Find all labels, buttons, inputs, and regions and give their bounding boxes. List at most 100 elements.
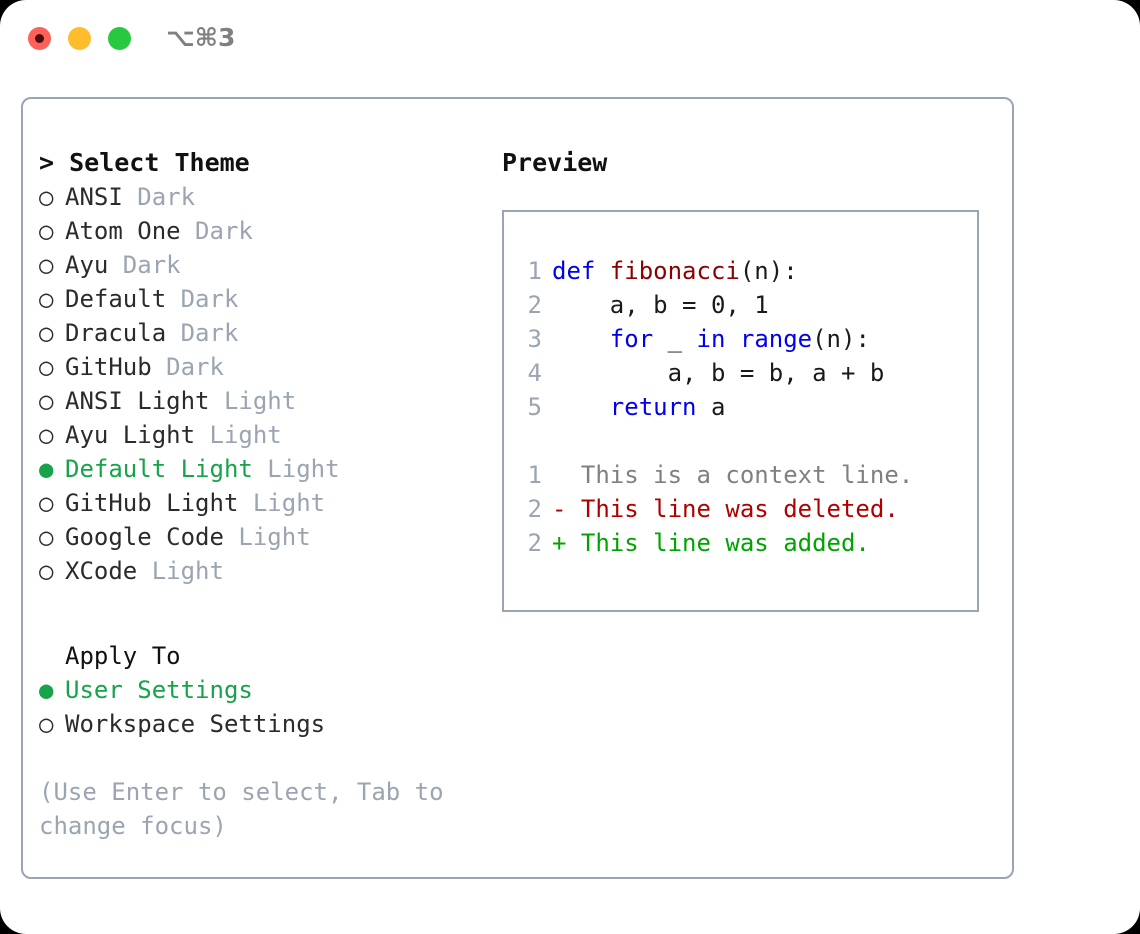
code-token: in range	[696, 325, 813, 353]
code-line: 2 a, b = 0, 1	[518, 288, 971, 322]
theme-list-item[interactable]: ○ Atom One Dark	[39, 214, 499, 248]
radio-unselected-icon: ○	[39, 710, 54, 738]
line-number: 4	[527, 359, 542, 387]
diff-sample: 1 This is a context line. 2 - This line wa…	[518, 458, 971, 560]
diff-line: 2 + This line was added.	[518, 526, 971, 560]
theme-list-item[interactable]: ○ Ayu Light Light	[39, 418, 499, 452]
apply-to-option[interactable]: ●User Settings	[39, 673, 499, 707]
window-titlebar: ⌥⌘3	[0, 0, 1140, 78]
radio-unselected-icon: ○	[39, 217, 54, 245]
theme-list-item[interactable]: ○ Google Code Light	[39, 520, 499, 554]
theme-kind-label: Light	[223, 387, 297, 415]
apply-to-heading: Apply To	[65, 642, 181, 670]
select-theme-heading: > Select Theme	[39, 148, 250, 177]
radio-unselected-icon: ○	[39, 421, 54, 449]
theme-name-label: ANSI Light	[65, 387, 224, 415]
theme-list-item[interactable]: ●Default Light Light	[39, 452, 499, 486]
radio-unselected-icon: ○	[39, 285, 54, 313]
theme-list-item[interactable]: ○ANSI Dark	[39, 180, 499, 214]
radio-unselected-icon: ○	[39, 523, 54, 551]
radio-unselected-icon: ○	[39, 353, 54, 381]
theme-list-item[interactable]: ○ XCode Light	[39, 554, 499, 588]
code-token	[552, 325, 610, 353]
theme-name-label: Google Code	[65, 523, 239, 551]
theme-list-item[interactable]: ○ GitHub Light Light	[39, 486, 499, 520]
keyboard-shortcut-label: ⌥⌘3	[166, 23, 236, 52]
theme-kind-label: Dark	[166, 353, 224, 381]
diff-line: 2 - This line was deleted.	[518, 492, 971, 526]
theme-list-item[interactable]: ○ GitHub Dark	[39, 350, 499, 384]
code-token: (n):	[812, 325, 870, 353]
theme-list: ○ANSI Dark○Atom One Dark○Ayu Dark○Defaul…	[39, 180, 499, 588]
code-token: + This line was added.	[552, 529, 870, 557]
maximize-window-button[interactable]	[108, 27, 131, 50]
line-number: 1	[527, 257, 542, 285]
content-panel: > Select Theme ○ANSI Dark○Atom One Dark○…	[21, 97, 1014, 879]
apply-to-option-list: ●User Settings ○ Workspace Settings	[39, 673, 499, 741]
theme-kind-label: Dark	[122, 251, 181, 279]
line-number: 2	[527, 529, 542, 557]
recording-indicator-icon	[35, 34, 44, 43]
line-number: 1	[527, 461, 542, 489]
theme-name-label: Atom One	[65, 217, 196, 245]
code-token: fibonacci	[609, 257, 740, 285]
code-token: _	[653, 325, 697, 353]
code-token: return	[609, 393, 697, 421]
theme-kind-label: Light	[252, 489, 326, 517]
code-token: def	[552, 257, 610, 285]
line-number: 2	[527, 495, 542, 523]
theme-name-label: XCode	[65, 557, 152, 585]
apply-to-section: Apply To ●User Settings ○ Workspace Settin…	[39, 639, 499, 741]
theme-name-label: Default Light	[65, 455, 268, 483]
theme-kind-label: Light	[267, 455, 340, 483]
diff-line: 1 This is a context line.	[518, 458, 971, 492]
theme-name-label: Ayu	[65, 251, 123, 279]
line-number: 2	[527, 291, 542, 319]
theme-kind-label: Dark	[180, 285, 239, 313]
theme-name-label: GitHub	[65, 353, 167, 381]
theme-name-label: Dracula	[65, 319, 181, 347]
code-token: (n):	[739, 257, 798, 285]
code-token: a, b = 0, 1	[552, 291, 769, 319]
code-line: 1 def fibonacci(n):	[518, 254, 971, 288]
radio-unselected-icon: ○	[39, 319, 54, 347]
apply-to-option-label: Workspace Settings	[65, 710, 326, 738]
theme-kind-label: Light	[209, 421, 282, 449]
theme-name-label: Default	[65, 285, 181, 313]
radio-unselected-icon: ○	[39, 557, 54, 585]
radio-unselected-icon: ○	[39, 183, 54, 211]
code-line: 5 return a	[518, 390, 971, 424]
minimize-window-button[interactable]	[68, 27, 91, 50]
theme-list-item[interactable]: ○ Dracula Dark	[39, 316, 499, 350]
theme-kind-label: Dark	[195, 217, 253, 245]
apply-to-option[interactable]: ○ Workspace Settings	[39, 707, 499, 741]
code-token: for	[609, 325, 654, 353]
code-line: 3 for _ in range(n):	[518, 322, 971, 356]
keyboard-hint-text: (Use Enter to select, Tab to change focu…	[39, 778, 444, 840]
code-token: This is a context line.	[552, 461, 914, 489]
theme-kind-label: Dark	[180, 319, 239, 347]
radio-unselected-icon: ○	[39, 387, 54, 415]
code-token	[552, 393, 610, 421]
code-token: a, b = b, a + b	[552, 359, 885, 387]
radio-unselected-icon: ○	[39, 489, 54, 517]
theme-kind-label: Dark	[137, 183, 196, 211]
line-number: 3	[527, 325, 542, 353]
theme-kind-label: Light	[238, 523, 311, 551]
code-token: - This line was deleted.	[552, 495, 899, 523]
theme-name-label: GitHub Light	[65, 489, 253, 517]
radio-unselected-icon: ○	[39, 251, 54, 279]
theme-list-item[interactable]: ○ Ayu Dark	[39, 248, 499, 282]
theme-name-label: Ayu Light	[65, 421, 210, 449]
code-line: 4 a, b = b, a + b	[518, 356, 971, 390]
line-number: 5	[527, 393, 542, 421]
theme-list-item[interactable]: ○ ANSI Light Light	[39, 384, 499, 418]
theme-list-item[interactable]: ○ Default Dark	[39, 282, 499, 316]
theme-selector-column: > Select Theme ○ANSI Dark○Atom One Dark○…	[39, 146, 499, 843]
theme-kind-label: Light	[151, 557, 224, 585]
apply-to-option-label: User Settings	[65, 676, 253, 704]
